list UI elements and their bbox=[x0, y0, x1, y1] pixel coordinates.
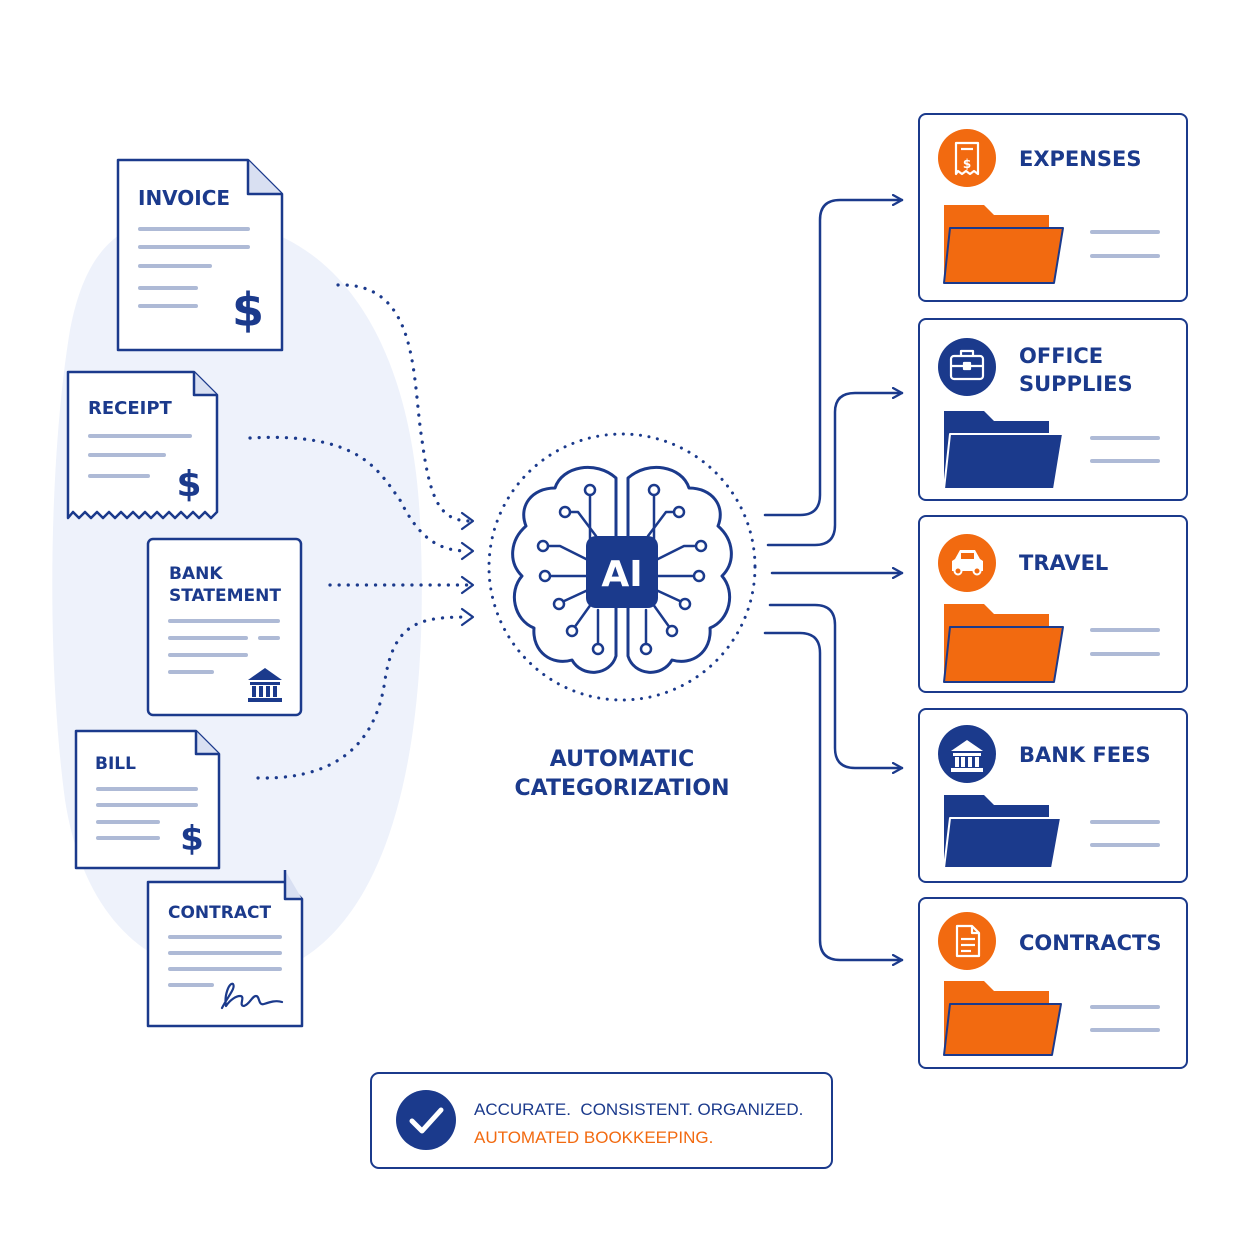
category-bank-fees: BANK FEES bbox=[918, 708, 1188, 883]
folder-icon bbox=[943, 981, 1062, 1056]
category-title: EXPENSES bbox=[1019, 147, 1141, 171]
category-expenses: $ EXPENSES bbox=[918, 113, 1188, 302]
center-caption-line2: CATEGORIZATION bbox=[515, 776, 730, 801]
category-title-line2: SUPPLIES bbox=[1019, 372, 1133, 396]
dollar-icon: $ bbox=[232, 283, 264, 337]
car-icon bbox=[952, 550, 983, 576]
signature-icon bbox=[220, 982, 284, 1010]
document-contract: CONTRACT bbox=[146, 870, 304, 1028]
footer-line2: AUTOMATED BOOKKEEPING. bbox=[474, 1128, 713, 1147]
category-title: BANK FEES bbox=[1019, 743, 1151, 767]
category-icon-badge bbox=[938, 129, 996, 187]
footer-line1: ACCURATE. CONSISTENT. ORGANIZED. bbox=[474, 1100, 803, 1119]
category-icon-badge bbox=[938, 912, 996, 970]
category-travel: TRAVEL bbox=[918, 515, 1188, 693]
document-label: RECEIPT bbox=[88, 398, 173, 419]
category-title-line1: OFFICE bbox=[1019, 344, 1103, 368]
input-arrowheads bbox=[460, 511, 475, 627]
folder-icon bbox=[943, 795, 1062, 869]
bank-icon bbox=[248, 668, 282, 702]
document-label-line1: BANK bbox=[169, 564, 223, 584]
receipt-icon: $ bbox=[954, 141, 980, 176]
ai-chip-text: AI bbox=[601, 554, 642, 595]
document-label-line2: STATEMENT bbox=[169, 586, 281, 606]
category-title: CONTRACTS bbox=[1019, 931, 1161, 955]
ai-chip bbox=[586, 536, 658, 608]
document-receipt: RECEIPT $ bbox=[66, 370, 219, 520]
footer-banner: ACCURATE. CONSISTENT. ORGANIZED. AUTOMAT… bbox=[370, 1072, 833, 1169]
document-icon bbox=[955, 924, 981, 958]
dollar-icon: $ bbox=[180, 819, 204, 859]
folder-icon bbox=[943, 604, 1064, 683]
document-invoice: INVOICE $ bbox=[116, 158, 284, 352]
folder-icon bbox=[943, 205, 1064, 284]
input-flows bbox=[248, 283, 470, 780]
check-icon bbox=[409, 1107, 444, 1134]
ai-brain: AI bbox=[487, 432, 757, 702]
briefcase-icon bbox=[949, 349, 985, 381]
document-label: CONTRACT bbox=[168, 903, 271, 923]
category-contracts: CONTRACTS bbox=[918, 897, 1188, 1069]
output-arrows bbox=[763, 200, 904, 960]
folder-icon bbox=[943, 411, 1064, 490]
document-label: BILL bbox=[95, 754, 136, 774]
document-bank-statement: BANK STATEMENT bbox=[146, 537, 303, 717]
document-bill: BILL $ bbox=[74, 729, 221, 870]
bank-icon bbox=[951, 740, 983, 772]
document-label: INVOICE bbox=[138, 186, 230, 210]
category-office-supplies: OFFICE SUPPLIES bbox=[918, 318, 1188, 501]
category-title: TRAVEL bbox=[1019, 551, 1108, 575]
dollar-icon: $ bbox=[176, 464, 201, 505]
svg-text:$: $ bbox=[963, 157, 971, 171]
center-caption-line1: AUTOMATIC bbox=[550, 747, 694, 772]
